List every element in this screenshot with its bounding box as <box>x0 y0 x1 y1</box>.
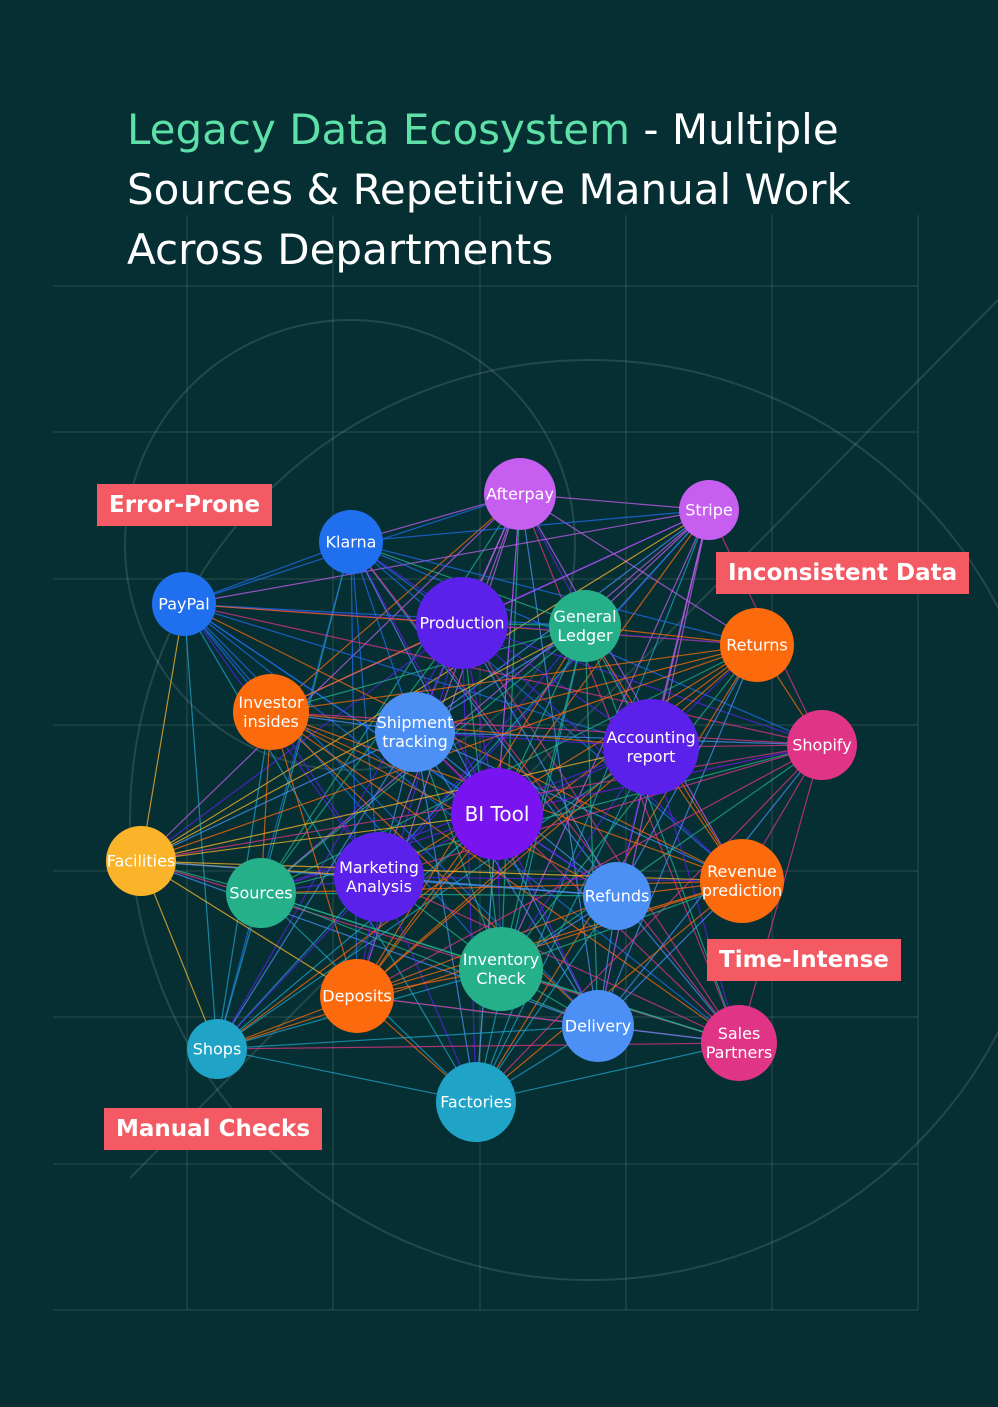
tag-time-intense: Time-Intense <box>707 939 901 981</box>
node-label: Production <box>419 614 504 633</box>
node-label: BI Tool <box>465 802 530 826</box>
node-paypal: PayPal <box>152 572 216 636</box>
node-label: Shops <box>193 1040 242 1059</box>
node-circle <box>549 590 621 662</box>
node-label: PayPal <box>158 595 209 614</box>
node-circle <box>679 480 739 540</box>
node-label: Factories <box>440 1093 512 1112</box>
node-production: Production <box>416 577 508 669</box>
page-title: Legacy Data Ecosystem - Multiple Sources… <box>127 100 927 280</box>
node-label: Shopify <box>792 736 852 755</box>
node-circle <box>700 839 784 923</box>
node-afterpay: Afterpay <box>484 458 556 530</box>
node-circle <box>459 927 543 1011</box>
node-shopify: Shopify <box>787 710 857 780</box>
node-circle <box>187 1019 247 1079</box>
node-label: Afterpay <box>486 485 554 504</box>
node-circle <box>233 674 309 750</box>
node-circle <box>319 510 383 574</box>
node-stripe: Stripe <box>679 480 739 540</box>
node-circle <box>701 1005 777 1081</box>
tag-manual-checks: Manual Checks <box>104 1108 323 1150</box>
node-sources: Sources <box>226 858 296 928</box>
node-bi-tool: BI Tool <box>451 768 543 860</box>
node-circle <box>320 959 394 1033</box>
node-label: Facilities <box>107 852 176 871</box>
node-klarna: Klarna <box>319 510 383 574</box>
node-circle <box>787 710 857 780</box>
title-rest: - Multiple Sources & Repetitive Manual W… <box>127 105 851 274</box>
tag-error-prone: Error-Prone <box>97 484 273 526</box>
node-facilities: Facilities <box>106 826 176 896</box>
node-circle <box>334 832 424 922</box>
node-circle <box>484 458 556 530</box>
node-deposits: Deposits <box>320 959 394 1033</box>
node-circle <box>720 608 794 682</box>
node-circle <box>603 699 699 795</box>
node-circle <box>562 990 634 1062</box>
tag-inconsistent-data: Inconsistent Data <box>716 552 970 594</box>
node-label: Returns <box>726 636 787 655</box>
node-label: Deposits <box>322 987 392 1006</box>
node-shops: Shops <box>187 1019 247 1079</box>
node-returns: Returns <box>720 608 794 682</box>
node-label: Delivery <box>565 1017 631 1036</box>
node-label: Stripe <box>685 501 732 520</box>
node-circle <box>451 768 543 860</box>
node-label: Sources <box>229 884 292 903</box>
node-circle <box>583 862 651 930</box>
node-factories: Factories <box>436 1062 516 1142</box>
node-circle <box>416 577 508 669</box>
node-label: Klarna <box>326 533 377 552</box>
node-refunds: Refunds <box>583 862 651 930</box>
node-delivery: Delivery <box>562 990 634 1062</box>
node-circle <box>226 858 296 928</box>
title-accent: Legacy Data Ecosystem <box>127 105 630 154</box>
node-circle <box>436 1062 516 1142</box>
node-circle <box>375 692 455 772</box>
node-circle <box>152 572 216 636</box>
node-circle <box>106 826 176 896</box>
node-label: Refunds <box>585 887 650 906</box>
